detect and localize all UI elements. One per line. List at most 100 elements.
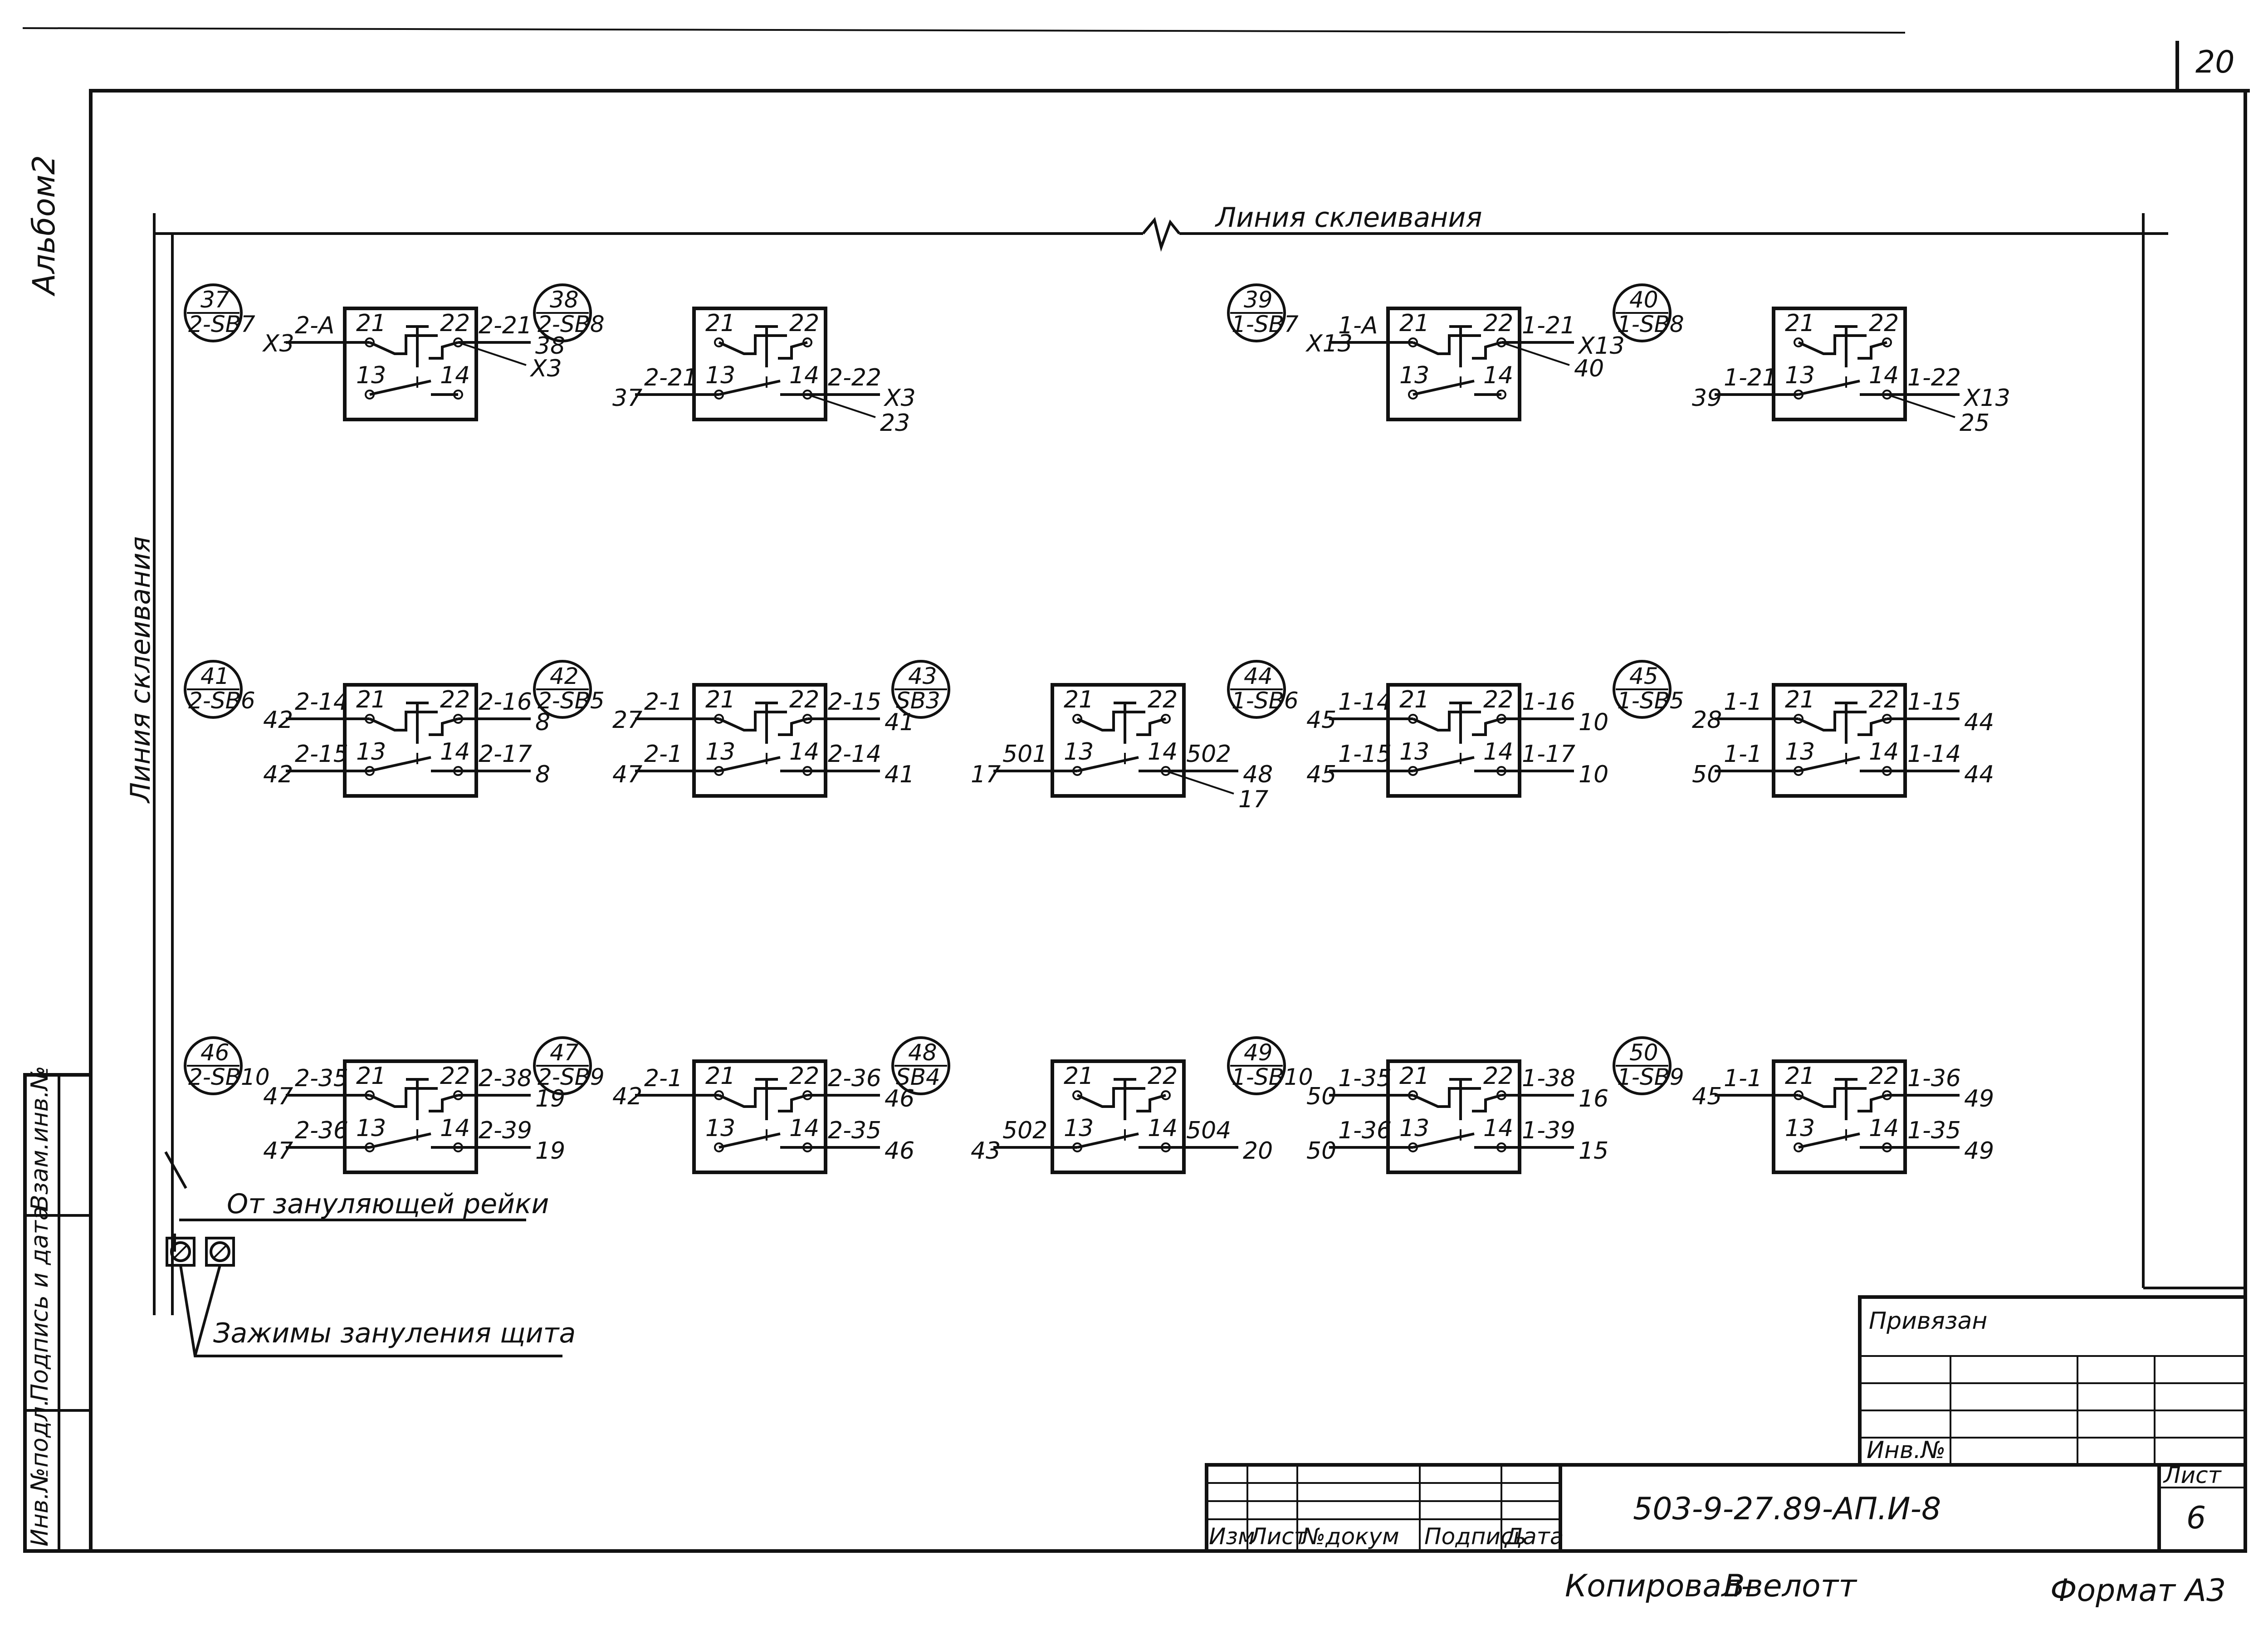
wire-node: 25 bbox=[1960, 410, 1989, 437]
wire-node: 41 bbox=[885, 709, 914, 736]
wire-label: 1-1 bbox=[1724, 1065, 1762, 1092]
no-contact bbox=[1413, 756, 1475, 772]
terminal-13: 13 bbox=[1785, 1115, 1815, 1142]
wire-label: 1-15 bbox=[1338, 741, 1392, 768]
switch-callout-circle bbox=[891, 660, 950, 719]
terminal-22: 22 bbox=[789, 686, 819, 713]
no-contact bbox=[369, 756, 431, 772]
wire-node: X13 bbox=[1305, 330, 1353, 357]
switch-body bbox=[1386, 307, 1521, 421]
terminal-22: 22 bbox=[1869, 686, 1899, 713]
switch-number: 43 bbox=[908, 663, 937, 689]
nc-contact bbox=[369, 1087, 438, 1108]
wire-label: 2-16 bbox=[479, 688, 532, 716]
wire-node: 47 bbox=[612, 761, 642, 788]
terminal-21: 21 bbox=[705, 686, 735, 713]
terminal-21: 21 bbox=[356, 310, 386, 337]
nc-contact bbox=[1412, 1087, 1481, 1108]
switch-body bbox=[343, 683, 478, 798]
sheet-number: 20 bbox=[2195, 44, 2235, 80]
wire-label: 2-1 bbox=[644, 688, 683, 716]
wire-node: 20 bbox=[1243, 1137, 1273, 1165]
linked-label: Привязан bbox=[1869, 1307, 1987, 1335]
stamp-col-docnum: №докум bbox=[1300, 1523, 1399, 1550]
terminal-14: 14 bbox=[440, 738, 470, 766]
switch-body bbox=[1386, 1059, 1521, 1174]
terminal-14: 14 bbox=[789, 1115, 819, 1142]
wire-node: 43 bbox=[971, 1137, 1001, 1165]
switch-callout-circle bbox=[184, 660, 243, 719]
terminal-22: 22 bbox=[1483, 310, 1513, 337]
nc-contact bbox=[778, 717, 808, 736]
no-contact bbox=[1413, 380, 1475, 396]
clamps-leader bbox=[194, 1265, 221, 1356]
wire-label: 2-36 bbox=[828, 1065, 881, 1092]
switch-number: 44 bbox=[1244, 663, 1273, 689]
switch-reference: 1-SB8 bbox=[1617, 311, 1684, 337]
wire-label: 1-21 bbox=[1724, 364, 1777, 391]
no-contact bbox=[1798, 1132, 1860, 1149]
terminal-21: 21 bbox=[1785, 1063, 1815, 1090]
terminal-14: 14 bbox=[789, 362, 819, 389]
wire-node: 42 bbox=[263, 707, 293, 734]
doc-code: 503-9-27.89-АП.И-8 bbox=[1633, 1491, 1941, 1527]
sheet-value: 6 bbox=[2186, 1500, 2206, 1536]
clamp-screw-icon bbox=[170, 1241, 191, 1262]
no-contact bbox=[1077, 1132, 1139, 1149]
terminal-14: 14 bbox=[1869, 1115, 1899, 1142]
terminal-22: 22 bbox=[440, 1063, 470, 1090]
switch-body bbox=[343, 1059, 478, 1174]
nc-contact bbox=[1472, 717, 1502, 736]
zeroing-rail-label: От зануляющей рейки bbox=[227, 1188, 549, 1220]
no-contact bbox=[719, 380, 781, 396]
terminal-13: 13 bbox=[1399, 1115, 1429, 1142]
wire-label: 1-21 bbox=[1522, 312, 1575, 339]
terminal-13: 13 bbox=[705, 1115, 735, 1142]
switch-callout-circle bbox=[1227, 283, 1286, 342]
terminal-13: 13 bbox=[1064, 1115, 1094, 1142]
nc-contact bbox=[1412, 711, 1481, 732]
wire bbox=[807, 394, 876, 418]
margin-stamp: Инв.№подл. Подпись и дата Взам.инв.№ bbox=[23, 1066, 93, 1553]
stamp-col-izm: Изм bbox=[1209, 1523, 1255, 1550]
switch-callout-circle bbox=[1613, 283, 1672, 342]
switch-number: 39 bbox=[1244, 287, 1273, 313]
switch-reference: 1-SB9 bbox=[1617, 1064, 1684, 1090]
terminal-21: 21 bbox=[356, 1063, 386, 1090]
copier-signature: Ввелотт bbox=[1724, 1568, 1857, 1604]
drawing-frame bbox=[89, 89, 2247, 1553]
contact-point bbox=[1072, 714, 1082, 724]
terminal-22: 22 bbox=[440, 686, 470, 713]
switch-callout-circle bbox=[1613, 1036, 1672, 1095]
terminal-21: 21 bbox=[1785, 310, 1815, 337]
wire-label: 504 bbox=[1186, 1117, 1231, 1144]
nc-contact bbox=[429, 1094, 459, 1112]
terminal-14: 14 bbox=[1869, 738, 1899, 766]
title-block: Привязан Инв.№ Изм Лист №докум Подпись Д… bbox=[1205, 1295, 2247, 1553]
terminal-22: 22 bbox=[1148, 1063, 1178, 1090]
nc-contact bbox=[1798, 334, 1867, 355]
wire-node: 50 bbox=[1306, 1083, 1336, 1110]
wire-node: 49 bbox=[1964, 1137, 1994, 1165]
terminal-22: 22 bbox=[1483, 686, 1513, 713]
nc-contact bbox=[1798, 1087, 1867, 1108]
wire-label: 502 bbox=[1002, 1117, 1047, 1144]
terminal-14: 14 bbox=[440, 362, 470, 389]
terminal-21: 21 bbox=[1399, 310, 1429, 337]
nc-contact bbox=[1857, 341, 1887, 360]
terminal-21: 21 bbox=[356, 686, 386, 713]
wire bbox=[1165, 770, 1234, 795]
nc-contact bbox=[369, 711, 438, 732]
clamp-screw-slot bbox=[213, 1244, 227, 1259]
terminal-21: 21 bbox=[705, 1063, 735, 1090]
terminal-14: 14 bbox=[1483, 362, 1513, 389]
wire-node: 39 bbox=[1692, 385, 1722, 412]
wire-label: 1-14 bbox=[1338, 688, 1392, 716]
wire-node: 46 bbox=[885, 1085, 914, 1112]
switch-callout-circle bbox=[184, 1036, 243, 1095]
